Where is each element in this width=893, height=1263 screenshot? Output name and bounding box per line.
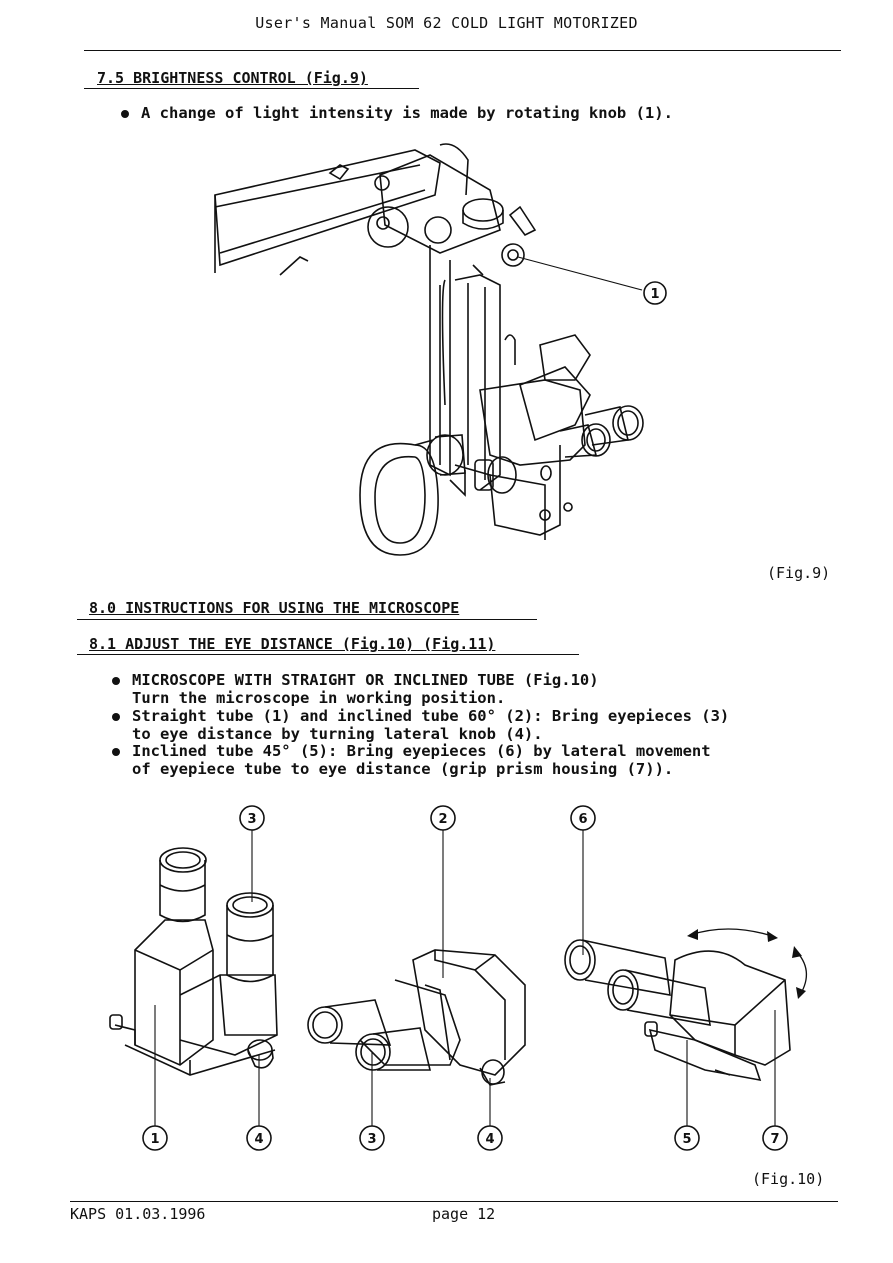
eye-distance-bullet-2-line-2: to eye distance by turning lateral knob …	[132, 725, 543, 743]
inclined-tube-45-drawing	[564, 939, 791, 1082]
footer-date: KAPS 01.03.1996	[70, 1205, 206, 1223]
boom-arm	[214, 149, 441, 267]
heading-rule-8-1	[77, 654, 579, 655]
straight-tube-drawing	[109, 847, 278, 1076]
fig9-microscope-illustration: 1	[214, 143, 667, 556]
bullet-dot	[112, 713, 120, 721]
eye-distance-bullet-1-line-1: MICROSCOPE WITH STRAIGHT OR INCLINED TUB…	[132, 671, 599, 689]
heading-rule-8-0	[77, 619, 537, 620]
fig10-callout-3-top: 3	[247, 812, 256, 827]
optics-carrier	[479, 379, 586, 466]
eye-distance-bullet-2-line-1: Straight tube (1) and inclined tube 60° …	[132, 707, 730, 725]
bullet-dot	[112, 677, 120, 685]
fig10-callout-7: 7	[770, 1132, 779, 1147]
fig10-callout-4-left: 4	[254, 1132, 263, 1147]
fig10-callout-6: 6	[578, 812, 587, 827]
bullet-dot	[112, 748, 120, 756]
page-header-title: User's Manual SOM 62 COLD LIGHT MOTORIZE…	[255, 14, 638, 32]
fig10-callout-2: 2	[438, 812, 447, 827]
fig10-caption: (Fig.10)	[752, 1170, 825, 1188]
fig10-callout-5: 5	[682, 1132, 691, 1147]
section-heading-8-0: 8.0 INSTRUCTIONS FOR USING THE MICROSCOP…	[89, 599, 460, 617]
footer-rule	[70, 1201, 838, 1202]
header-rule	[84, 50, 841, 51]
brightness-bullet-text: A change of light intensity is made by r…	[141, 104, 673, 122]
loop-handle	[359, 442, 439, 556]
fig9-callout-1: 1	[650, 287, 659, 302]
fig10-tubes-illustration: 3 2 6 1 4 3 4 5 7	[109, 805, 807, 1151]
fig9-caption: (Fig.9)	[767, 564, 831, 582]
fig10-callout-1: 1	[150, 1132, 159, 1147]
section-heading-8-1: 8.1 ADJUST THE EYE DISTANCE (Fig.10) (Fi…	[89, 635, 496, 653]
fig10-callout-3-bottom: 3	[367, 1132, 376, 1147]
rotation-arrows	[689, 928, 807, 996]
top-housing	[379, 154, 501, 254]
brightness-knob	[501, 243, 525, 267]
eye-distance-bullet-1-line-2: Turn the microscope in working position.	[132, 689, 506, 707]
eye-distance-bullet-3-line-1: Inclined tube 45° (5): Bring eyepieces (…	[132, 742, 711, 760]
inclined-tube-60-drawing	[307, 949, 526, 1086]
footer-page-number: page 12	[432, 1205, 496, 1223]
bullet-dot	[121, 110, 129, 118]
heading-rule-7-5	[84, 88, 419, 89]
fig10-callout-4-middle: 4	[485, 1132, 494, 1147]
eyepiece-2	[581, 423, 611, 457]
section-heading-7-5: 7.5 BRIGHTNESS CONTROL (Fig.9)	[97, 69, 368, 87]
eye-distance-bullet-3-line-2: of eyepiece tube to eye distance (grip p…	[132, 760, 674, 778]
